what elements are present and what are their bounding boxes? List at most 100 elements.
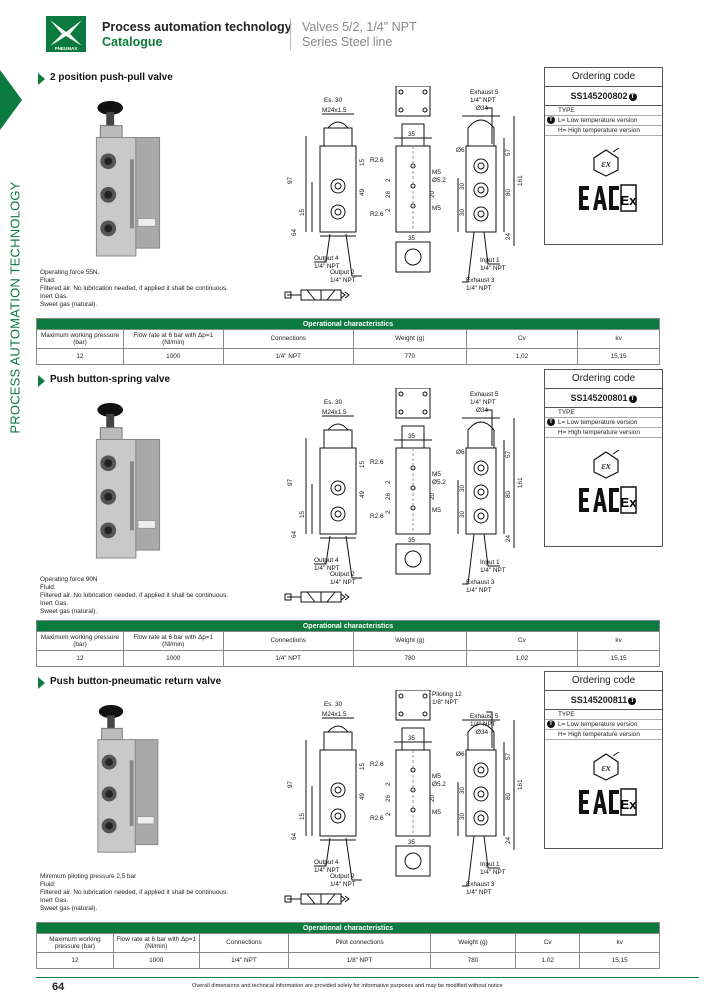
dim-15a: 15	[299, 510, 306, 518]
spec-note: Inert Gas.	[40, 293, 69, 300]
dim-o52: Ø5.2	[432, 479, 446, 486]
eac-ex-mark-icon: Ex	[579, 184, 637, 212]
table-value-cell: 1000	[122, 650, 224, 667]
dim-o6: Ø6	[456, 147, 465, 154]
t-variant-icon: T	[628, 394, 637, 403]
spec-note: Inert Gas.	[40, 897, 69, 904]
table-header-cell: Flow rate at 6 bar with Δp=1 (Nl/min)	[112, 933, 200, 953]
table-value-cell: 12	[36, 348, 124, 365]
dim-64: 64	[291, 530, 298, 538]
eac-ex-mark-icon: Ex	[579, 788, 637, 816]
dim-26: 26	[385, 794, 392, 802]
spec-note: Fluid:	[40, 277, 56, 284]
dim-15b: 15	[359, 158, 366, 166]
label-exhaust3-npt: 1/4" NPT	[466, 285, 492, 292]
table-value-cell: 15,15	[577, 348, 660, 365]
t-bullet-icon: T	[547, 720, 555, 728]
table-value-cell: 12	[36, 650, 124, 667]
table-header-cell: Weight (g)	[352, 329, 467, 349]
operational-heading: Operational characteristics	[36, 318, 660, 330]
dim-80: 80	[505, 490, 512, 498]
svg-text:Ex: Ex	[621, 495, 637, 510]
dim-o52: Ø5.2	[432, 177, 446, 184]
table-value-cell: 1,02	[465, 650, 579, 667]
table-header-cell: Weight (g)	[429, 933, 517, 953]
dim-2a: 2	[385, 178, 392, 182]
table-value-cell: 1000	[122, 348, 224, 365]
table-header-cell: Connections	[222, 631, 354, 651]
label-output4: Output 4	[314, 557, 339, 564]
table-header-cell: Cv	[515, 933, 581, 953]
label-exhaust3: Exhaust 3	[466, 277, 495, 284]
dim-15b: 15	[359, 460, 366, 468]
spec-note: Operating force 90N	[40, 576, 98, 583]
table-value-cell: 1,02	[515, 952, 581, 969]
table-value-cell: 770	[352, 348, 467, 365]
label-output2-npt: 1/4" NPT	[330, 277, 356, 284]
label-output4: Output 4	[314, 859, 339, 866]
dim-m5-b: M5	[432, 809, 441, 816]
type-label: TYPE	[545, 106, 662, 116]
label-input1-npt: 1/4" NPT	[480, 869, 506, 876]
side-section-label: PROCESS AUTOMATION TECHNOLOGY	[7, 181, 23, 434]
t-bullet-icon: T	[547, 418, 555, 426]
label-output4-npt: 1/4" NPT	[314, 867, 340, 874]
table-value-cell: 1/8" NPT	[288, 952, 431, 969]
dim-m5-a: M5	[432, 773, 441, 780]
table-value-cell: 15,15	[579, 952, 660, 969]
dim-64: 64	[291, 228, 298, 236]
valve-symbol	[283, 888, 353, 910]
section-title: Push button-pneumatic return valve	[50, 676, 222, 687]
dim-57: 57	[505, 148, 512, 156]
dim-80: 80	[505, 188, 512, 196]
dim-30a: 30	[459, 786, 466, 794]
operational-heading: Operational characteristics	[36, 922, 660, 934]
label-exhaust3: Exhaust 3	[466, 579, 495, 586]
dim-m24: M24x1.5	[322, 711, 347, 718]
dim-97: 97	[287, 176, 294, 184]
label-exhaust5-npt: 1/4" NPT	[470, 97, 496, 104]
header-title: Process automation technology	[102, 20, 292, 34]
valve-photo	[86, 100, 166, 258]
type-option-H: H= High temperature version	[545, 730, 662, 740]
label-input1: Input 1	[480, 559, 500, 566]
label-exhaust3: Exhaust 3	[466, 881, 495, 888]
section-arrow-icon	[38, 375, 45, 387]
type-label: TYPE	[545, 408, 662, 418]
dim-r26-a: R2.6	[370, 459, 384, 466]
header-separator	[290, 18, 291, 50]
dim-r26-a: R2.6	[370, 157, 384, 164]
svg-text:Ex: Ex	[621, 193, 637, 208]
dim-30a: 30	[459, 484, 466, 492]
table-header-cell: Connections	[198, 933, 290, 953]
table-header-cell: Flow rate at 6 bar with Δp=1 (Nl/min)	[122, 631, 224, 651]
dim-r26-b: R2.6	[370, 513, 384, 520]
dim-2a: 2	[385, 782, 392, 786]
header-product-line: Valves 5/2, 1/4" NPT	[302, 20, 417, 34]
dim-161: 161	[517, 175, 524, 186]
dim-30b: 30	[459, 812, 466, 820]
dim-24: 24	[505, 836, 512, 844]
dim-97: 97	[287, 780, 294, 788]
valve-photo	[86, 402, 166, 560]
atex-ex-icon: εx	[591, 450, 621, 480]
section-title: Push button-spring valve	[50, 374, 171, 385]
dim-15a: 15	[299, 208, 306, 216]
section-arrow-icon	[38, 677, 45, 689]
spec-note: Filtered air. No lubrication needed, if …	[40, 285, 228, 292]
dim-35-top: 35	[408, 433, 416, 440]
label-output4-npt: 1/4" NPT	[314, 263, 340, 270]
dim-35-top: 35	[408, 131, 416, 138]
spec-note: Operating force 55N.	[40, 269, 100, 276]
dim-49: 49	[359, 490, 366, 498]
dim-26: 26	[385, 492, 392, 500]
label-piloting12-npt: 1/8" NPT	[432, 699, 458, 706]
dim-35-bottom: 35	[408, 839, 416, 846]
dim-2b: 2	[385, 510, 392, 514]
